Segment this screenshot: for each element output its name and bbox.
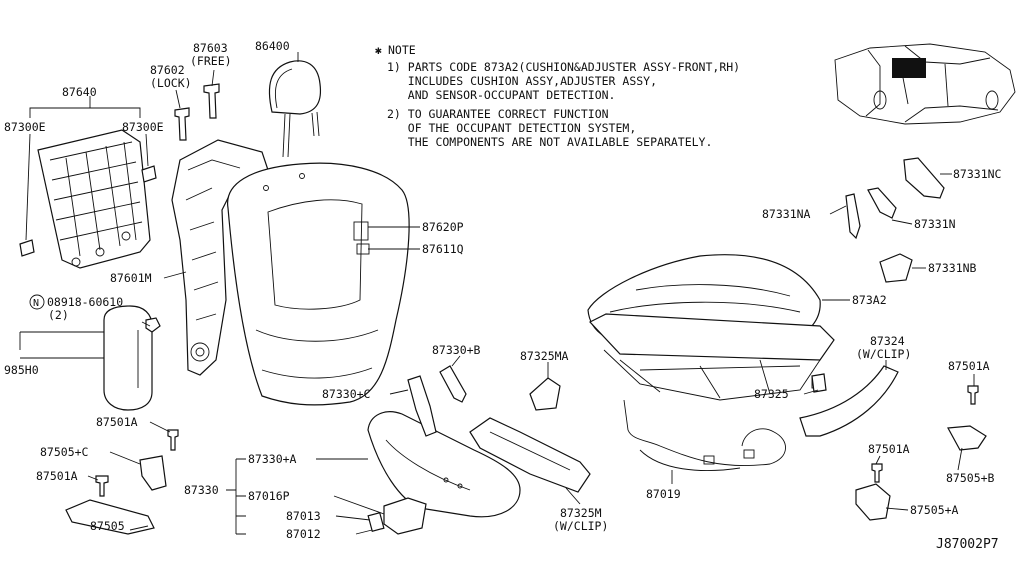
label-87016p: 87016P bbox=[248, 489, 290, 503]
switches-87016p-87013-87012 bbox=[367, 497, 427, 535]
seatback-board-87640 bbox=[37, 129, 151, 269]
label-87601m: 87601M bbox=[110, 271, 152, 285]
label-87501a-mid: 87501A bbox=[868, 442, 910, 456]
label-87300e-right: 87300E bbox=[122, 120, 164, 134]
bracket-87325ma bbox=[529, 373, 827, 411]
clip-87300e bbox=[19, 165, 157, 257]
finishers-87330-bc bbox=[407, 365, 467, 437]
label-87505-a: 87505+A bbox=[910, 503, 959, 517]
n-symbol-circle bbox=[29, 294, 45, 310]
label-87324: 87324 bbox=[870, 334, 905, 348]
label-87325: 87325 bbox=[754, 387, 789, 401]
label-87331n: 87331N bbox=[914, 217, 956, 231]
label-87325m: 87325M bbox=[560, 506, 602, 520]
diagram-id: J87002P7 bbox=[936, 537, 999, 552]
covers-87505 bbox=[65, 425, 987, 535]
trim-87325m bbox=[469, 417, 591, 493]
label-985h0: 985H0 bbox=[4, 363, 39, 377]
label-lock: (LOCK) bbox=[150, 76, 192, 90]
label-87330-a: 87330+A bbox=[248, 452, 297, 466]
label-87330-b: 87330+B bbox=[432, 343, 481, 357]
armrest-985h0 bbox=[103, 305, 161, 411]
label-87602: 87602 bbox=[150, 63, 185, 77]
headrest-86400 bbox=[268, 60, 322, 158]
label-87603: 87603 bbox=[193, 41, 228, 55]
label-w-clip-2: (W/CLIP) bbox=[553, 519, 608, 533]
note-line-2: INCLUDES CUSHION ASSY,ADJUSTER ASSY, bbox=[387, 74, 657, 88]
label-87331nc: 87331NC bbox=[953, 167, 1002, 181]
finishers-87331 bbox=[845, 157, 945, 283]
label-87501a-left-2: 87501A bbox=[36, 469, 78, 483]
label-86400: 86400 bbox=[255, 39, 290, 53]
cushion-873a2 bbox=[587, 254, 835, 401]
note-title: NOTE bbox=[388, 43, 416, 57]
label-87300e-left: 87300E bbox=[4, 120, 46, 134]
label-87331na: 87331NA bbox=[762, 207, 811, 221]
label-87505-c: 87505+C bbox=[40, 445, 89, 459]
label-87611q: 87611Q bbox=[422, 242, 464, 256]
label-87330: 87330 bbox=[184, 483, 219, 497]
harness-87019 bbox=[623, 399, 786, 472]
callout-labels: 87603 (FREE) 86400 87602 (LOCK) 87640 87… bbox=[4, 39, 1002, 552]
label-87620p: 87620P bbox=[422, 220, 464, 234]
label-87013: 87013 bbox=[286, 509, 321, 523]
car-locator-illustration bbox=[834, 43, 1016, 125]
label-qty-2: (2) bbox=[48, 308, 69, 322]
seatback-frame-87601m bbox=[171, 139, 269, 376]
note-block: ✱ NOTE 1) PARTS CODE 873A2(CUSHION&ADJUS… bbox=[375, 43, 740, 149]
label-w-clip-1: (W/CLIP) bbox=[856, 347, 911, 361]
trim-87324 bbox=[799, 365, 899, 437]
note-line-1: 1) PARTS CODE 873A2(CUSHION&ADJUSTER ASS… bbox=[387, 60, 740, 74]
label-87330-c: 87330+C bbox=[322, 387, 371, 401]
headrest-guides bbox=[174, 83, 220, 141]
label-87331nb: 87331NB bbox=[928, 261, 977, 275]
label-87505-b: 87505+B bbox=[946, 471, 995, 485]
leader-lines bbox=[19, 52, 975, 535]
label-08918-60610: 08918-60610 bbox=[47, 295, 123, 309]
note-line-5: OF THE OCCUPANT DETECTION SYSTEM, bbox=[387, 121, 636, 135]
note-line-4: 2) TO GUARANTEE CORRECT FUNCTION bbox=[387, 107, 609, 121]
label-87640: 87640 bbox=[62, 85, 97, 99]
label-87505: 87505 bbox=[90, 519, 125, 533]
label-free: (FREE) bbox=[190, 54, 232, 68]
label-87501a-left-1: 87501A bbox=[96, 415, 138, 429]
seatback-trim-87620p bbox=[227, 162, 410, 406]
label-87012: 87012 bbox=[286, 527, 321, 541]
note-line-6: THE COMPONENTS ARE NOT AVAILABLE SEPARAT… bbox=[387, 135, 712, 149]
label-n-symbol: N bbox=[33, 298, 39, 309]
label-87501a-right: 87501A bbox=[948, 359, 990, 373]
label-873a2: 873A2 bbox=[852, 293, 887, 307]
note-asterisk: ✱ bbox=[375, 43, 382, 57]
label-87325ma: 87325MA bbox=[520, 349, 569, 363]
note-line-3: AND SENSOR-OCCUPANT DETECTION. bbox=[387, 88, 615, 102]
label-87019: 87019 bbox=[646, 487, 681, 501]
bolts-87501a bbox=[95, 385, 979, 497]
finisher-87330 bbox=[367, 411, 521, 518]
seat-location-marker bbox=[892, 58, 926, 78]
